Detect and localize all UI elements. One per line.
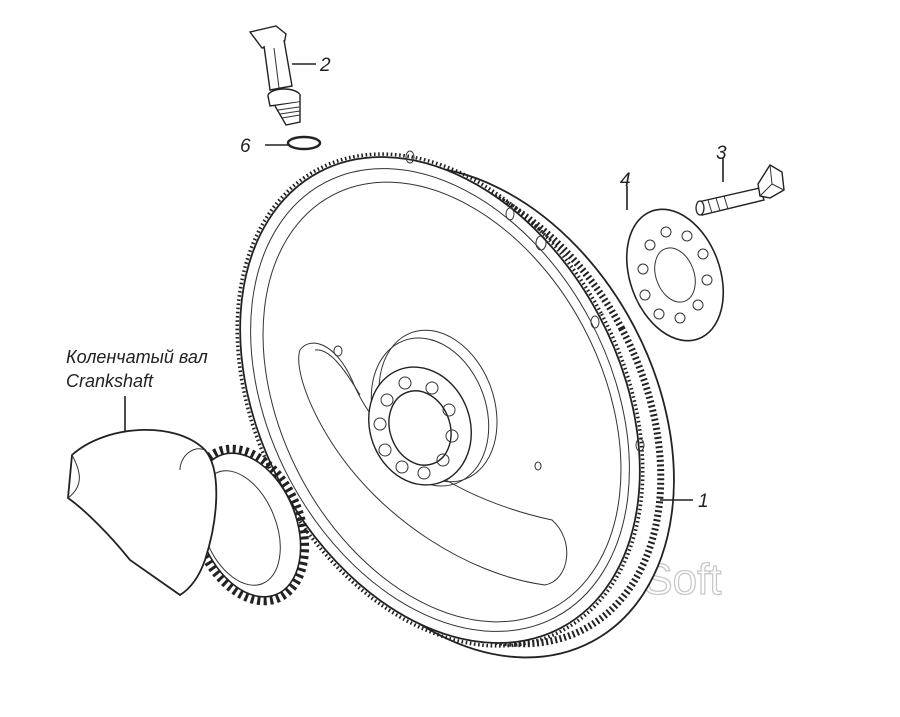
callout-4: 4 (620, 170, 631, 191)
bolt-part-3 (695, 164, 785, 216)
pin-part-2 (248, 25, 301, 126)
callout-3: 3 (716, 143, 727, 164)
callout-1: 1 (698, 491, 709, 512)
callout-6: 6 (240, 136, 251, 157)
crankshaft-label-en: Crankshaft (66, 371, 154, 391)
washer-plate-part-4 (625, 208, 725, 342)
o-ring-part-6 (286, 135, 322, 151)
crankshaft-label-ru: Коленчатый вал (66, 347, 208, 367)
flywheel (235, 150, 675, 659)
crankshaft-fragment (67, 428, 310, 606)
callout-2: 2 (319, 55, 331, 76)
